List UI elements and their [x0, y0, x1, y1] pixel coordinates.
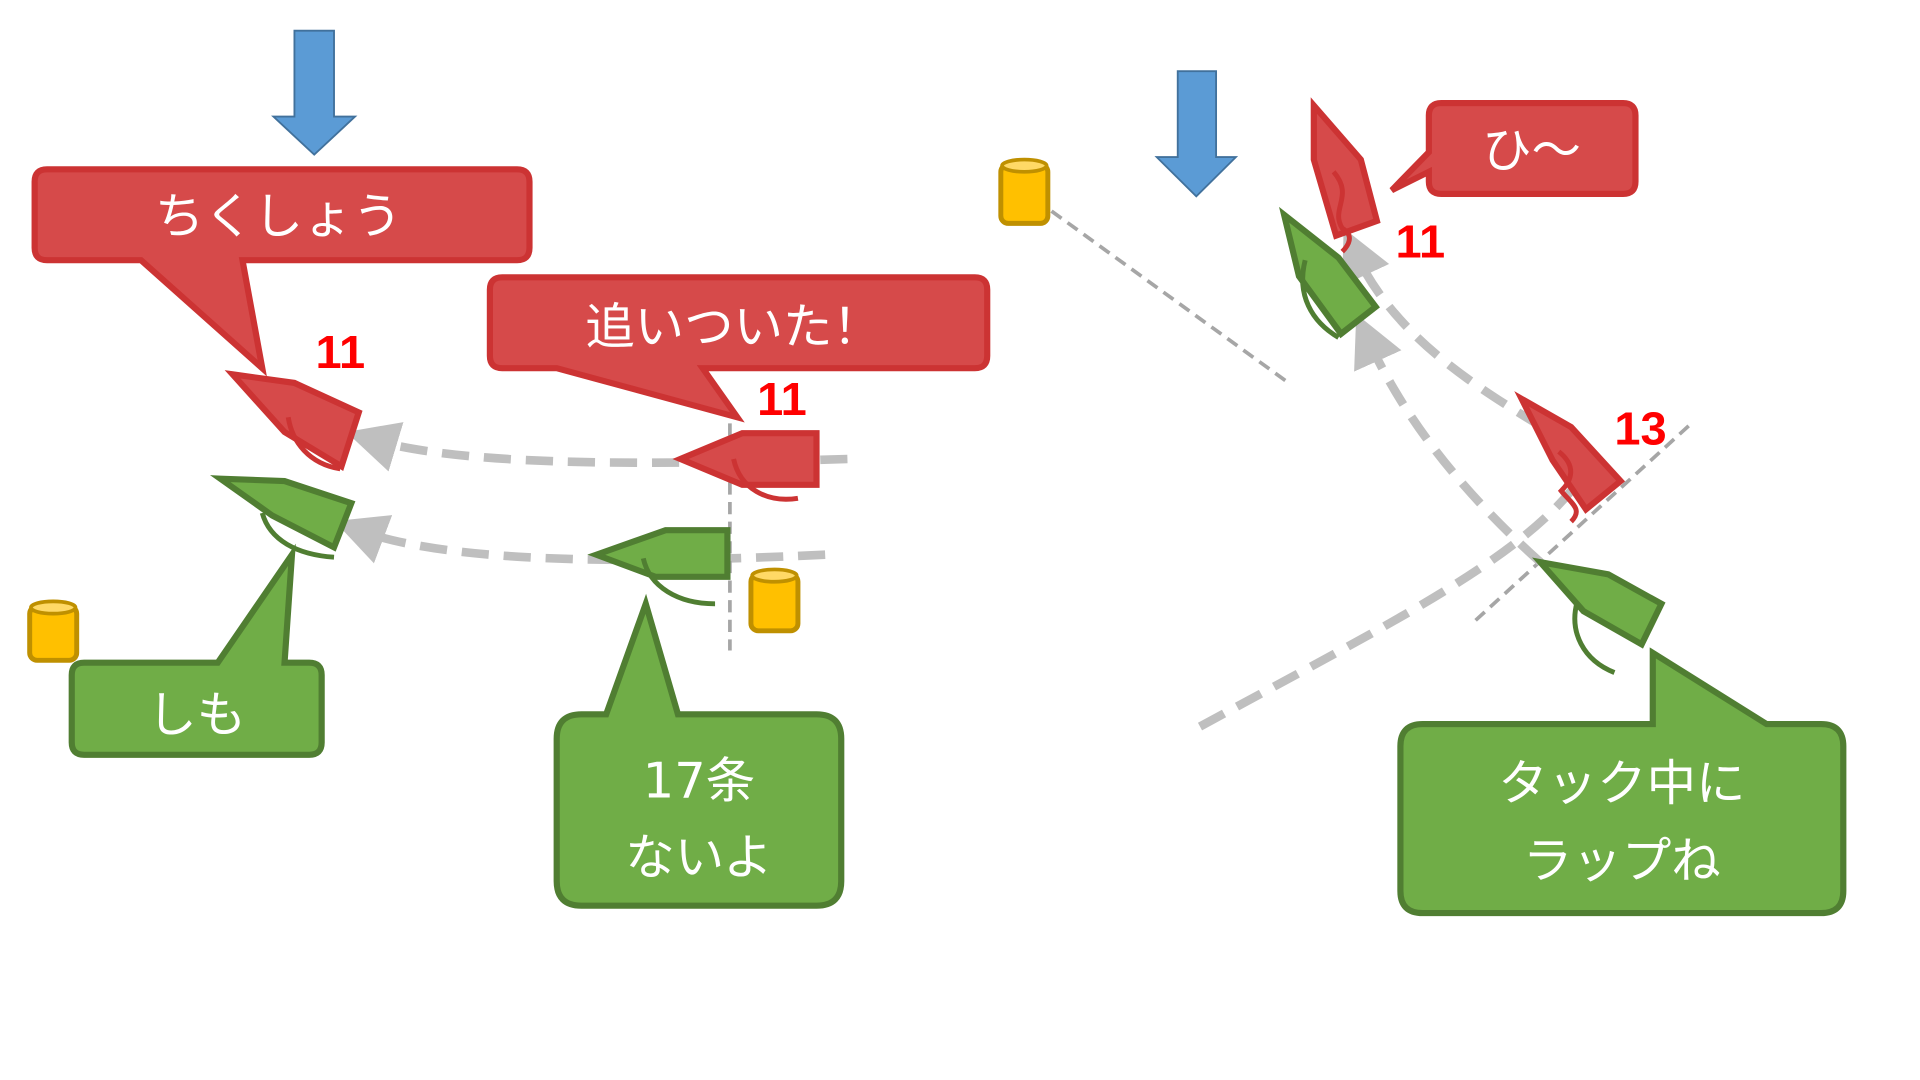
- red-boat-behind-sail: [731, 458, 799, 502]
- red-boat-tacking-number: 13: [1614, 402, 1666, 454]
- green-boat-behind: [587, 527, 731, 580]
- bubble-chikushou: [31, 166, 533, 377]
- bubble-shimo: [68, 543, 325, 758]
- red-track-path: [346, 422, 848, 472]
- layline-mark: [1050, 209, 1292, 386]
- bubble-tack-line1: タック中に: [1498, 754, 1745, 812]
- mark-buoy-center: [748, 567, 801, 634]
- red-boat-ahead-number: 11: [315, 326, 365, 378]
- bubble-17jou-line1: 17条: [643, 752, 755, 810]
- bubble-oitsuita: [486, 274, 991, 423]
- bubble-tack-line2: ラップね: [1523, 832, 1721, 890]
- green-track-path: [334, 515, 826, 565]
- green-track-right: [1354, 314, 1544, 566]
- red-boat-behind-number: 11: [757, 373, 807, 425]
- mark-buoy-left: [27, 599, 80, 663]
- green-boat-ahead: [210, 475, 356, 552]
- red-boat-top: [1310, 97, 1381, 240]
- green-boat-bottom: [1532, 557, 1666, 649]
- red-boat-ahead-sail: [285, 416, 341, 472]
- wind-arrow-icon-right: [1154, 70, 1239, 198]
- red-boat-tacking-sail: [1557, 449, 1579, 524]
- green-boat-top: [1279, 206, 1380, 339]
- bubble-shimo-text: しも: [147, 686, 246, 744]
- left-scene: ちくしょう 追いついた！ 11 11 しも 17条: [27, 29, 991, 909]
- bubble-hii: [1389, 100, 1639, 197]
- bubble-17jou: [553, 593, 845, 909]
- red-track-right: [1342, 228, 1580, 452]
- bubble-17jou-line2: ないよ: [625, 828, 772, 886]
- bubble-tack: [1397, 647, 1847, 917]
- bubble-hii-text: ひ〜: [1482, 121, 1581, 179]
- red-boat-tacking: [1514, 391, 1626, 514]
- layline-boat: [1470, 424, 1690, 625]
- green-boat-ahead-sail: [259, 512, 335, 560]
- red-boat-ahead: [224, 370, 363, 472]
- right-scene: ひ〜 11 13 タック中に ラップね: [998, 70, 1847, 917]
- green-boat-bottom-sail: [1572, 600, 1616, 675]
- green-boat-top-sail: [1300, 259, 1340, 340]
- bubble-oitsuita-text: 追いついた！: [585, 298, 882, 356]
- red-boat-behind: [672, 430, 820, 488]
- tack-track-right: [1197, 488, 1575, 731]
- green-boat-behind-sail: [640, 557, 716, 607]
- wind-arrow-icon: [271, 29, 358, 156]
- red-boat-top-number: 11: [1395, 216, 1445, 268]
- mark-buoy-right: [998, 157, 1051, 226]
- bubble-chikushou-text: ちくしょう: [155, 187, 402, 245]
- red-boat-top-sail: [1331, 170, 1352, 254]
